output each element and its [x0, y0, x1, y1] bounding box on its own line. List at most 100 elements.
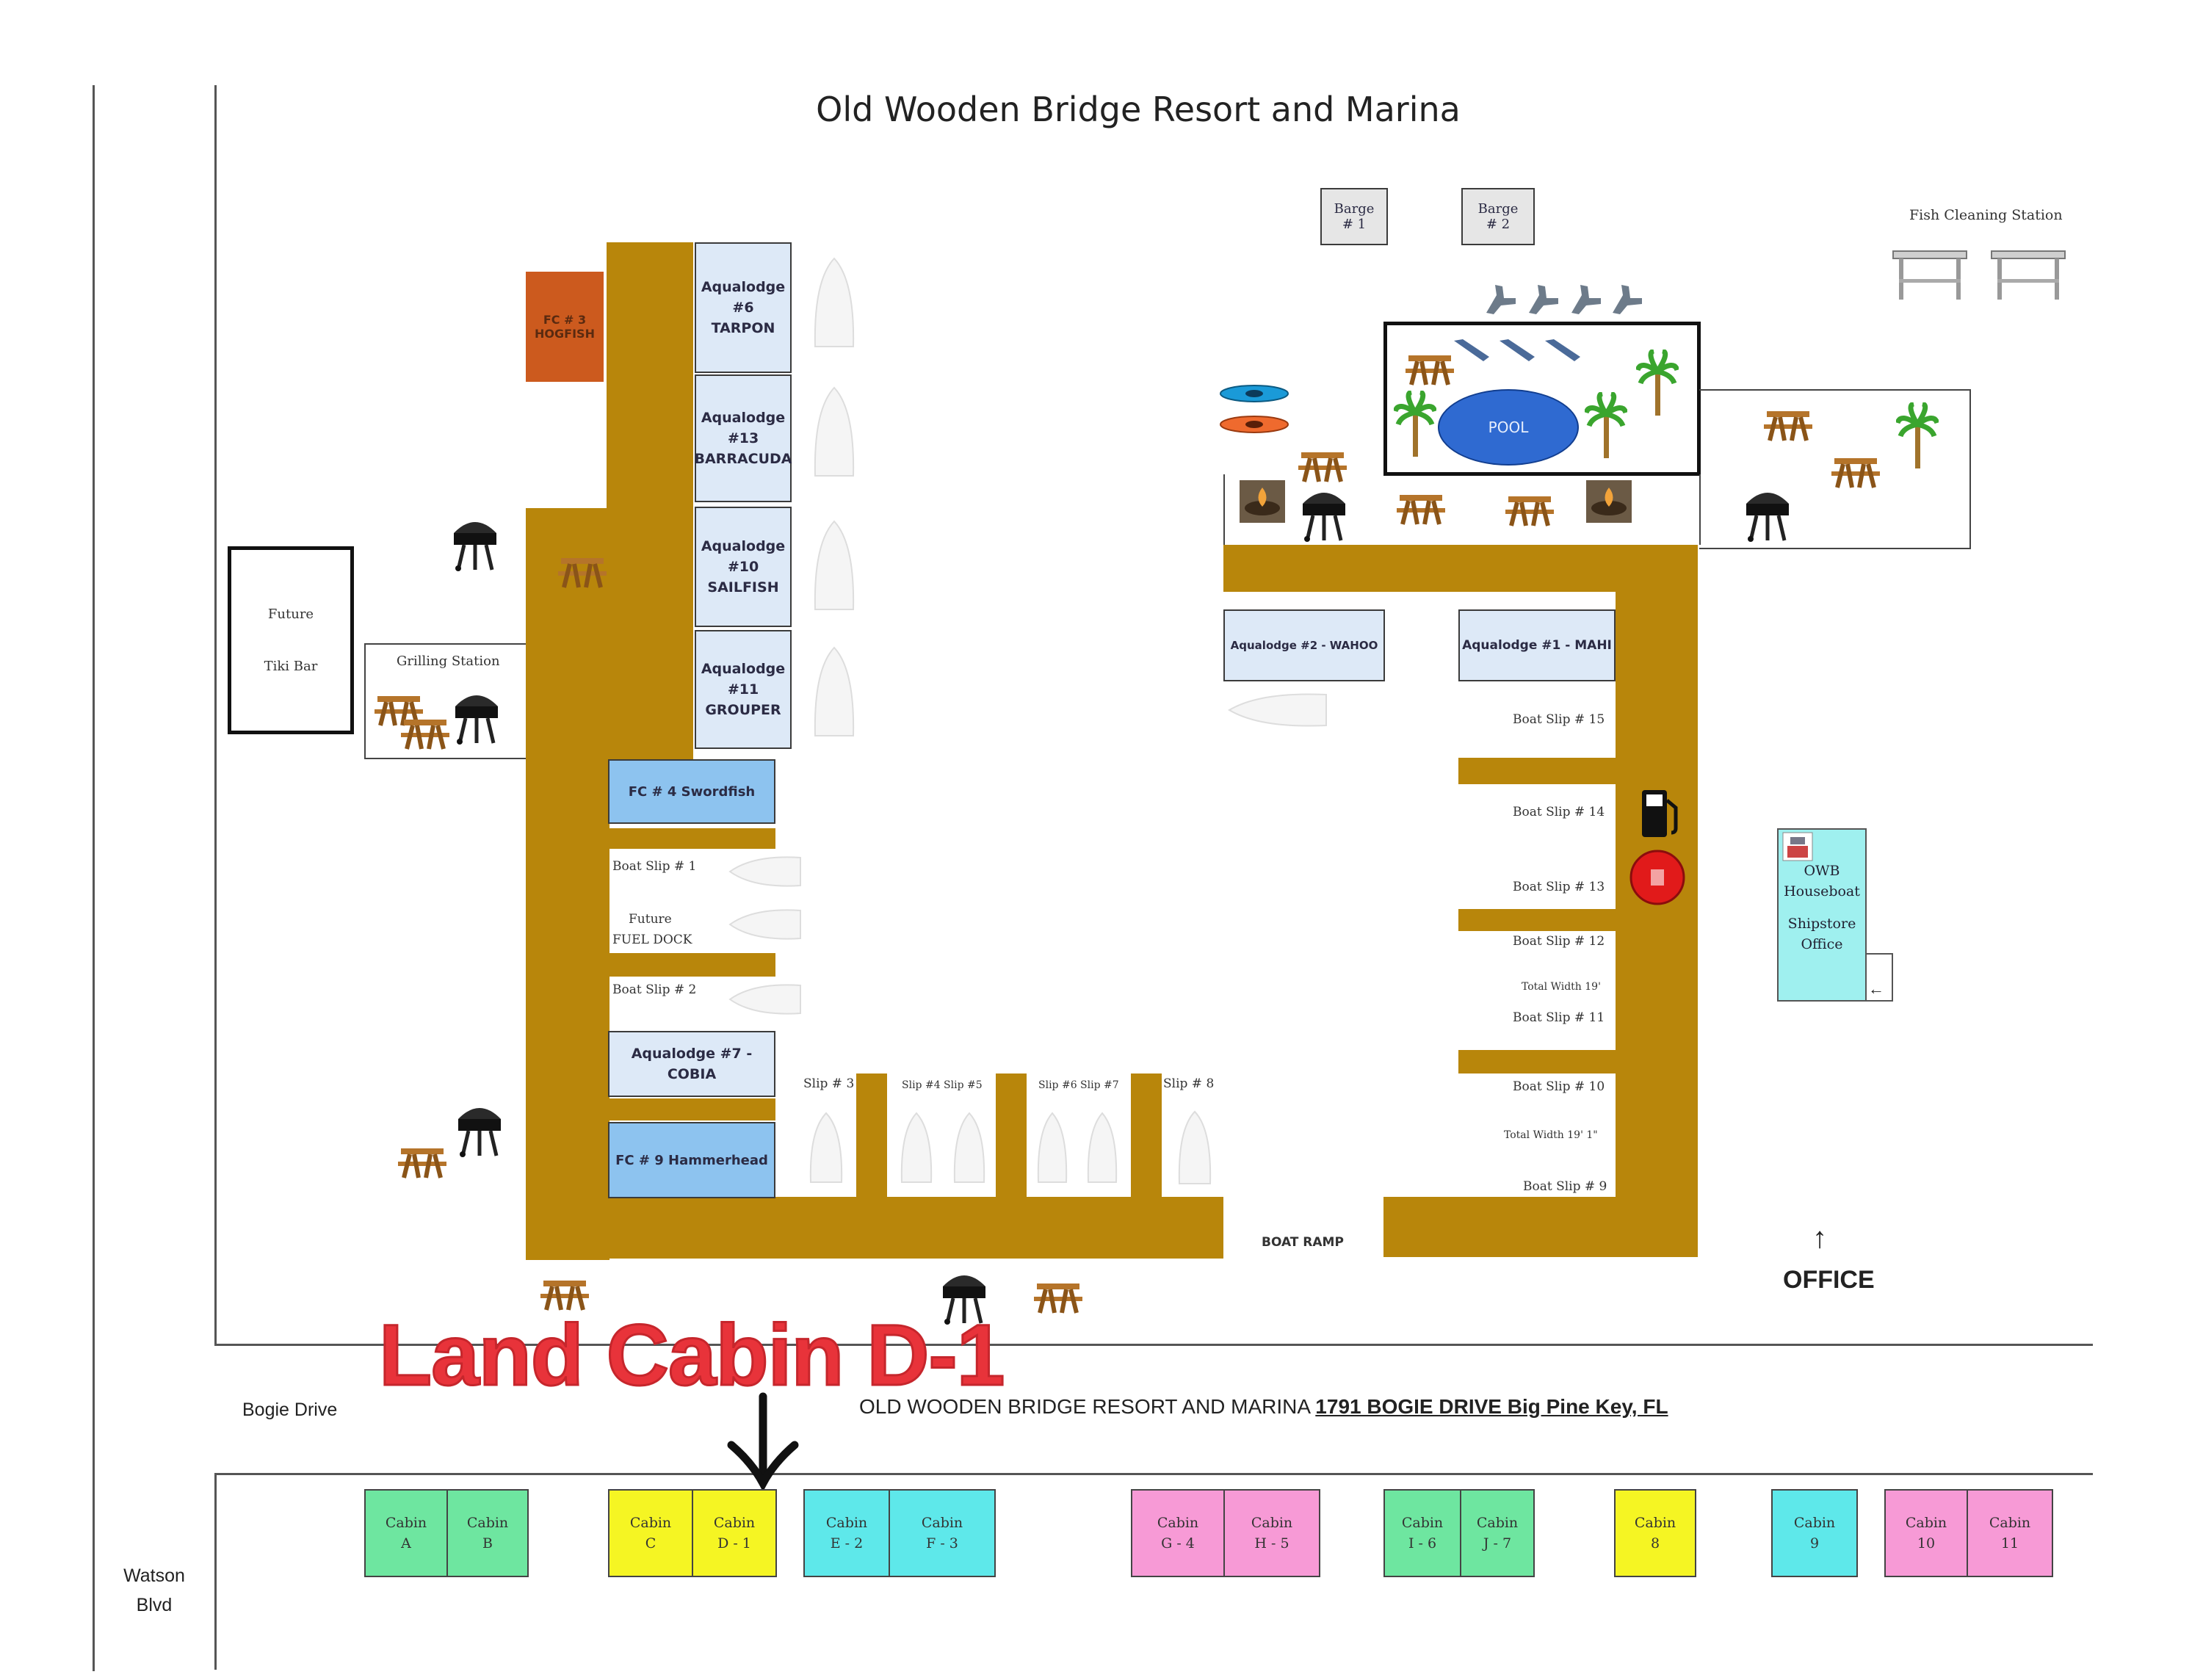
land-cabin-callout: Land Cabin D-1 — [377, 1306, 1005, 1405]
cabin-11-line2: 11 — [2000, 1535, 2019, 1552]
barge-2-line1: Barge — [1477, 201, 1519, 217]
fuel-station-circle-icon — [1629, 850, 1685, 905]
tiki-bar-line2: Tiki Bar — [264, 659, 318, 674]
boat-slip-10-label: Boat Slip # 10 — [1513, 1079, 1605, 1094]
aqualodge-13-line1: Aqualodge — [701, 410, 786, 426]
office-label: OFFICE — [1783, 1266, 1875, 1294]
cabin-lot-boundary-top — [214, 1473, 2093, 1475]
boat-icon — [809, 1112, 843, 1183]
dock-finger-slip5 — [996, 1073, 1027, 1198]
picnic-table-icon — [1831, 458, 1880, 488]
aqualodge-2-label: Aqualodge #2 - WAHOO — [1230, 639, 1378, 652]
barge-1-line1: Barge — [1334, 201, 1375, 217]
fc9-label: FC # 9 Hammerhead — [615, 1152, 768, 1168]
cabin-f-3-line2: F - 3 — [926, 1535, 958, 1552]
cabin-i-6-line1: Cabin — [1401, 1515, 1444, 1531]
fuel-dock-line2: FUEL DOCK — [612, 933, 692, 947]
boat-icon — [728, 984, 801, 1015]
shipstore-line2: Houseboat — [1784, 883, 1860, 899]
grill-icon — [1746, 493, 1789, 542]
barge-1: Barge # 1 — [1320, 188, 1388, 245]
boat-icon — [728, 856, 801, 887]
boat-icon — [814, 646, 855, 736]
aqualodge-11-line1: Aqualodge — [701, 661, 786, 677]
boat-icon — [953, 1112, 985, 1183]
fc3-line1: FC # 3 — [543, 313, 587, 327]
slip-6-7-label: Slip #6 Slip #7 — [1038, 1079, 1119, 1091]
aqualodge-13-line3: BARRACUDA — [694, 451, 792, 467]
cabin-c-line2: C — [645, 1535, 656, 1552]
boat-slip-2-label: Boat Slip # 2 — [612, 982, 697, 997]
boat-ramp-label: BOAT RAMP — [1262, 1235, 1344, 1250]
dock-left-vertical — [526, 508, 609, 1260]
cabin-11-line1: Cabin — [1989, 1515, 2031, 1531]
pool-enclosure — [1383, 322, 1701, 476]
picnic-table-icon — [375, 696, 423, 726]
dock-finger-slip11 — [1458, 1050, 1617, 1073]
kayak-icon — [1220, 385, 1289, 402]
boat-icon — [1178, 1110, 1212, 1184]
watson-line2: Blvd — [136, 1595, 173, 1615]
office-arrow-icon: ↑ — [1812, 1222, 1827, 1254]
aqualodge-6-tarpon: Aqualodge #6 TARPON — [695, 242, 792, 373]
lounge-chair-icon — [1545, 339, 1580, 361]
boat-slip-9-label: Boat Slip # 9 — [1523, 1179, 1607, 1194]
aqualodge-13-barracuda: Aqualodge #13 BARRACUDA — [695, 374, 792, 502]
patio-area — [1699, 389, 1971, 549]
fish-cleaning-table-icon — [1991, 250, 2066, 300]
adirondack-chair-icon — [1613, 285, 1642, 314]
cabin-10-line2: 10 — [1917, 1535, 1936, 1552]
watson-line1: Watson — [123, 1565, 185, 1586]
dock-finger-cobia — [607, 1098, 775, 1120]
dock-finger-fuel-bottom — [607, 953, 775, 977]
cabin-e-2-line2: E - 2 — [830, 1535, 864, 1552]
grill-icon — [454, 522, 496, 571]
pool-label: POOL — [1488, 419, 1529, 436]
picnic-table-icon — [1505, 496, 1554, 526]
callout-arrow-icon — [727, 1392, 799, 1491]
fish-cleaning-label: Fish Cleaning Station — [1909, 207, 2063, 223]
boat-slip-12-label: Boat Slip # 12 — [1513, 934, 1605, 949]
fc4-label: FC # 4 Swordfish — [628, 783, 756, 800]
bogie-drive-label: Bogie Drive — [242, 1400, 338, 1420]
boat-icon — [814, 386, 855, 477]
boat-slip-11-label: Boat Slip # 11 — [1513, 1010, 1605, 1025]
grill-icon — [455, 695, 498, 745]
aqualodge-6-line3: TARPON — [711, 320, 775, 336]
boat-slip-15-label: Boat Slip # 15 — [1513, 712, 1605, 727]
aqualodge-1-label: Aqualodge #1 - MAHI — [1462, 638, 1612, 653]
resort-boundary-bottom — [214, 1344, 2093, 1346]
lounge-chair-icon — [1454, 339, 1489, 361]
boat-slip-13-label: Boat Slip # 13 — [1513, 880, 1605, 894]
address-line: OLD WOODEN BRIDGE RESORT AND MARINA 1791… — [859, 1395, 1668, 1419]
barge-2: Barge # 2 — [1461, 188, 1535, 245]
entry-arrow-icon: ← — [1868, 980, 1884, 998]
boat-slip-1-label: Boat Slip # 1 — [612, 859, 697, 874]
grill-icon — [943, 1275, 985, 1325]
boat-icon — [900, 1112, 933, 1183]
cabin-a-line2: A — [401, 1535, 411, 1552]
picnic-table-icon — [558, 558, 607, 588]
dock-left-upper — [607, 242, 693, 761]
palm-tree-icon — [1585, 392, 1627, 458]
boat-icon — [1087, 1112, 1118, 1183]
property-line-left — [93, 85, 95, 1671]
boat-icon — [814, 257, 855, 347]
cabin-9-line1: Cabin — [1793, 1515, 1836, 1531]
shipstore-labels: OWB Houseboat Shipstore Office — [1777, 861, 1867, 955]
boat-slip-14-label: Boat Slip # 14 — [1513, 805, 1605, 819]
cabin-d-1-line1: Cabin — [713, 1515, 756, 1531]
fc3-hogfish: FC # 3 HOGFISH — [526, 272, 604, 382]
cabin-j-7-line2: J - 7 — [1483, 1535, 1512, 1552]
aqualodge-7-cobia: Aqualodge #7 - COBIA — [608, 1031, 775, 1097]
fc9-hammerhead: FC # 9 Hammerhead — [608, 1122, 775, 1198]
kayak-icon — [1220, 416, 1289, 433]
dock-finger-slip13 — [1458, 909, 1617, 931]
adirondack-chair-icon — [1529, 285, 1558, 314]
